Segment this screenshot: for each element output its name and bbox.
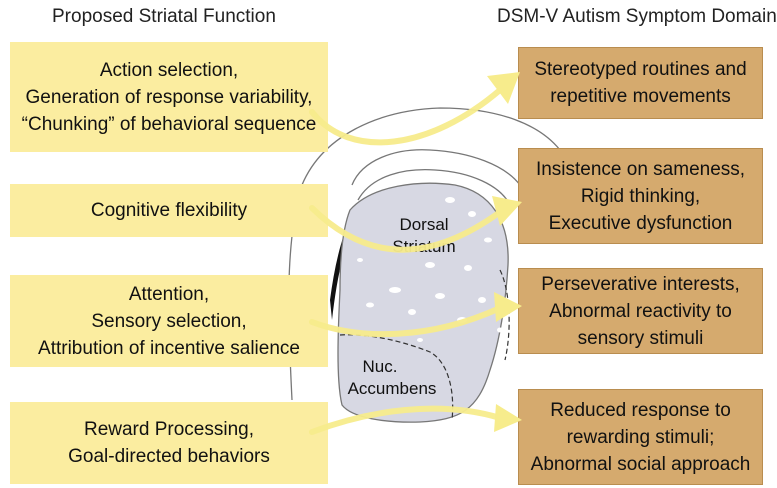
- function-line: Action selection,: [99, 59, 239, 81]
- symptom-box-reduced-reward-response: Reduced response to rewarding stimuli; A…: [518, 389, 763, 485]
- function-line: Attribution of incentive salience: [38, 337, 300, 359]
- function-line: Cognitive flexibility: [90, 200, 248, 221]
- symptom-line: rewarding stimuli;: [566, 426, 715, 448]
- symptom-box-insistence-on-sameness: Insistence on sameness, Rigid thinking, …: [518, 148, 763, 244]
- function-box-attention: Attention, Sensory selection, Attributio…: [10, 275, 328, 367]
- arrow-2-path: [309, 205, 503, 253]
- symptom-line: repetitive movements: [550, 86, 731, 107]
- arrow-3-path: [309, 305, 503, 338]
- symptom-line: Executive dysfunction: [548, 212, 733, 234]
- function-line: Attention,: [128, 283, 210, 305]
- dorsal-label-line-1: Dorsal: [399, 215, 448, 234]
- function-line: Generation of response variability,: [25, 86, 313, 108]
- symptom-box-perseverative-interests: Perseverative interests, Abnormal reacti…: [518, 268, 763, 354]
- arrow-3-head: [494, 292, 522, 322]
- symptom-line: Perseverative interests,: [541, 273, 740, 295]
- arrow-4-path: [309, 405, 503, 435]
- function-box-reward-processing: Reward Processing, Goal-directed behavio…: [10, 402, 328, 484]
- symptom-line: Abnormal social approach: [530, 453, 751, 475]
- symptom-box-stereotyped-routines: Stereotyped routines and repetitive move…: [518, 47, 763, 119]
- inner-outline: [357, 169, 511, 206]
- function-line: Reward Processing,: [83, 419, 255, 440]
- symptom-line: Abnormal reactivity to: [549, 300, 732, 322]
- symptom-line: Stereotyped routines and: [534, 59, 747, 80]
- function-line: “Chunking” of behavioral sequence: [21, 113, 317, 135]
- striatum-body: [337, 182, 509, 423]
- nac-label-line-1: Nuc.: [363, 357, 398, 376]
- function-box-action-selection: Action selection, Generation of response…: [10, 42, 328, 152]
- function-box-cognitive-flexibility: Cognitive flexibility: [10, 184, 328, 237]
- nac-label-line-2: Accumbens: [348, 379, 437, 398]
- function-line: Goal-directed behaviors: [68, 446, 270, 467]
- ventricle-outline: [351, 149, 521, 186]
- symptom-line: sensory stimuli: [577, 327, 704, 349]
- symptom-line: Insistence on sameness,: [535, 158, 746, 180]
- symptom-line: Reduced response to: [550, 399, 731, 421]
- right-column-title: DSM-V Autism Symptom Domain: [497, 6, 777, 27]
- symptom-line: Rigid thinking,: [580, 185, 701, 207]
- left-column-title: Proposed Striatal Function: [52, 6, 276, 27]
- function-line: Sensory selection,: [91, 310, 247, 332]
- arrow-1-path: [309, 87, 503, 146]
- arrow-1-head: [487, 72, 520, 104]
- arrow-4-head: [494, 404, 522, 432]
- arrow-2-head: [492, 196, 522, 226]
